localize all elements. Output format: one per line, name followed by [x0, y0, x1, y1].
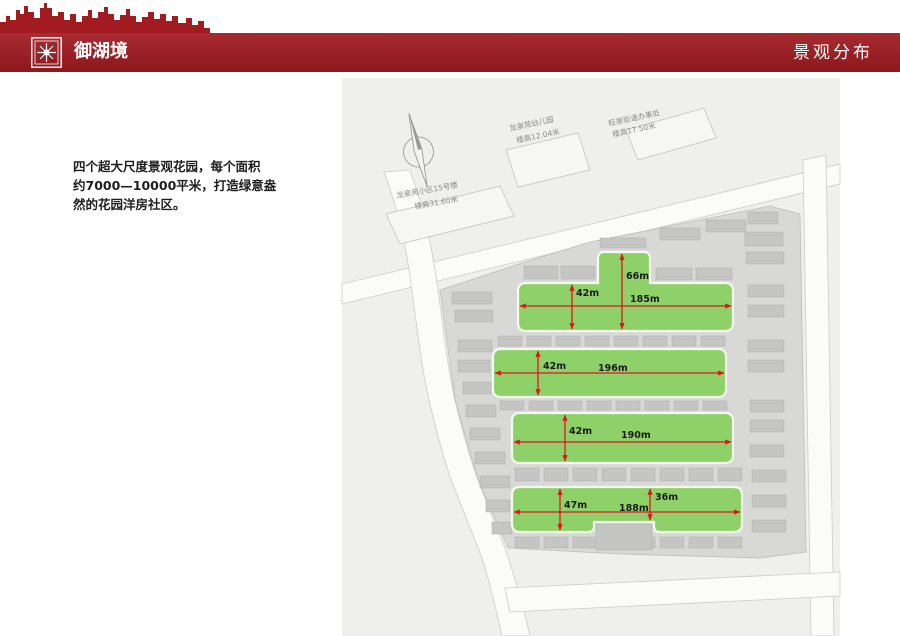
- building-footprint: [572, 467, 598, 482]
- building-footprint: [751, 494, 787, 508]
- building-footprint: [572, 536, 598, 549]
- building-footprint: [586, 400, 612, 411]
- building-footprint: [599, 237, 647, 249]
- garden-4-length-label: 188m: [619, 503, 649, 514]
- building-footprint: [514, 467, 540, 482]
- neighbor-building-block: [385, 185, 515, 245]
- building-footprint: [543, 536, 569, 549]
- intro-line: 然的花园洋房社区。: [73, 197, 186, 212]
- building-footprint: [747, 211, 779, 225]
- skyline-silhouette: [0, 3, 210, 34]
- building-footprint: [700, 335, 726, 347]
- intro-paragraph: 四个超大尺度景观花园，每个面积 约7000—10000平米，打造绿意盎 然的花园…: [73, 157, 276, 214]
- building-footprint: [613, 335, 639, 347]
- skyline-graphic: [0, 3, 210, 34]
- building-footprint: [615, 400, 641, 411]
- building-footprint: [457, 359, 491, 373]
- building-footprint: [479, 475, 511, 489]
- building-footprint: [702, 400, 728, 411]
- building-footprint: [642, 335, 668, 347]
- building-footprint: [630, 467, 656, 482]
- building-footprint: [499, 400, 525, 411]
- building-footprint: [695, 267, 733, 281]
- garden-2-depth-label: 42m: [543, 361, 566, 372]
- building-footprint: [747, 359, 785, 373]
- building-footprint: [644, 400, 670, 411]
- section-title: 景观分布: [793, 43, 873, 63]
- neighbor-building-block: [505, 132, 591, 188]
- building-footprint: [705, 219, 747, 233]
- building-footprint: [528, 400, 554, 411]
- building-footprint: [451, 291, 493, 305]
- building-footprint: [454, 309, 494, 323]
- building-footprint: [671, 335, 697, 347]
- north-road: [341, 163, 841, 305]
- building-footprint: [688, 536, 714, 549]
- building-footprint: [474, 451, 506, 465]
- building-footprint: [555, 335, 581, 347]
- building-footprint: [526, 335, 552, 347]
- building-footprint: [465, 404, 497, 418]
- building-footprint: [485, 499, 511, 513]
- building-footprint: [557, 400, 583, 411]
- neighbor-building-block: [625, 107, 717, 161]
- building-footprint: [747, 304, 785, 318]
- garden-4-depth-label: 47m: [564, 500, 587, 511]
- building-footprint: [523, 265, 559, 280]
- building-footprint: [747, 284, 785, 298]
- site-plan-map: 66m 42m 185m 42m 196m 42m 190m 47m 188m …: [341, 78, 841, 636]
- building-footprint: [749, 399, 785, 413]
- logo-frame: [31, 37, 62, 68]
- building-footprints: [451, 211, 787, 551]
- south-road: [504, 571, 841, 613]
- building-footprint: [745, 251, 785, 265]
- brand-logo-icon: [31, 37, 62, 68]
- building-footprint: [469, 427, 501, 441]
- building-footprint: [688, 467, 714, 482]
- logo-center: [43, 49, 50, 56]
- building-footprint: [751, 519, 787, 533]
- compass-needle-tip: [408, 113, 422, 150]
- building-footprint: [749, 419, 785, 433]
- building-footprint: [659, 227, 701, 241]
- building-footprint: [595, 523, 653, 551]
- building-footprint: [717, 536, 743, 549]
- building-footprint: [543, 467, 569, 482]
- building-footprint: [491, 521, 513, 535]
- garden-1-depth-label: 66m: [626, 271, 649, 282]
- building-footprint: [601, 467, 627, 482]
- garden-1-depth-label: 42m: [576, 288, 599, 299]
- building-footprint: [673, 400, 699, 411]
- brand-name: 御湖境: [74, 41, 128, 62]
- garden-2-length-label: 196m: [598, 363, 628, 374]
- building-footprint: [497, 335, 523, 347]
- building-footprint: [744, 231, 784, 247]
- east-road: [802, 154, 835, 636]
- building-footprint: [584, 335, 610, 347]
- building-footprint: [560, 265, 596, 280]
- header-bar: 御湖境 景观分布: [0, 33, 900, 72]
- garden-3-depth-label: 42m: [569, 426, 592, 437]
- building-footprint: [659, 536, 685, 549]
- building-footprint: [462, 381, 492, 395]
- intro-line: 约7000—10000平米，打造绿意盎: [73, 178, 277, 193]
- building-footprint: [747, 339, 785, 353]
- building-footprint: [457, 339, 493, 353]
- north-arrow-icon: [403, 112, 434, 188]
- building-footprint: [751, 469, 787, 483]
- intro-line: 四个超大尺度景观花园，每个面积: [73, 159, 261, 174]
- building-footprint: [749, 444, 785, 458]
- garden-1-length-label: 185m: [630, 294, 660, 305]
- building-footprint: [655, 267, 693, 281]
- building-footprint: [717, 467, 743, 482]
- garden-4-depth-label: 36m: [655, 492, 678, 503]
- building-footprint: [659, 467, 685, 482]
- garden-3-length-label: 190m: [621, 430, 651, 441]
- logo-inner-frame: [34, 40, 59, 65]
- building-footprint: [514, 536, 540, 549]
- west-road: [383, 169, 531, 636]
